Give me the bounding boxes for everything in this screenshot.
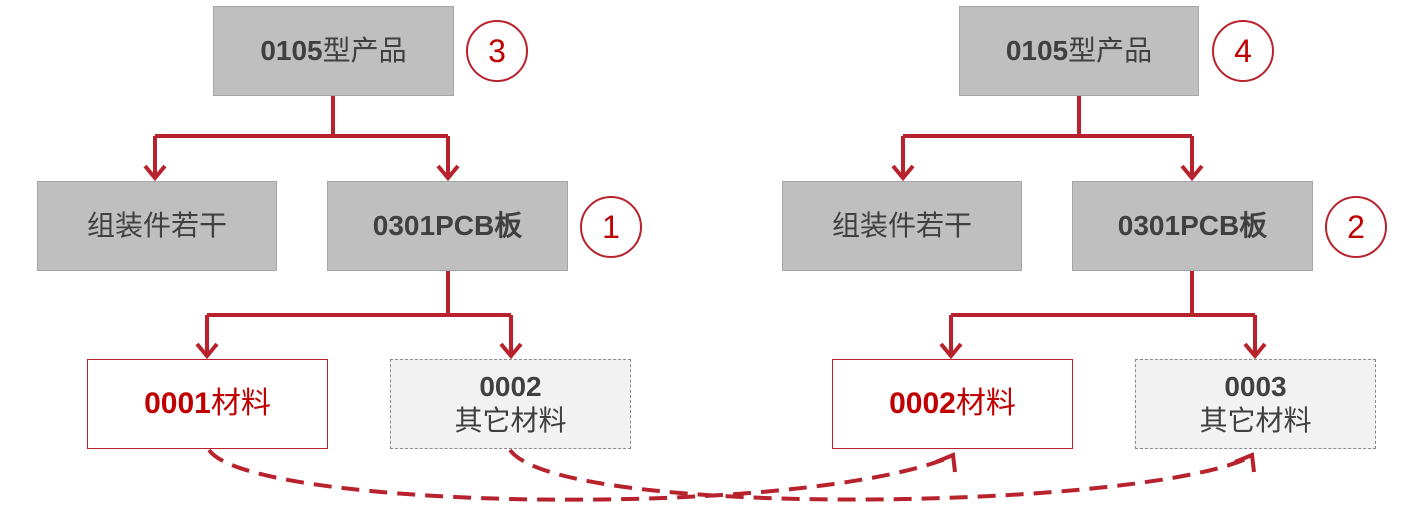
right-arrowhead-other [1243, 342, 1267, 360]
left-assembly-box: 组装件若干 [37, 181, 277, 271]
right-pcb-code: 0301 [1117, 210, 1181, 242]
left-pcb-step-number: 1 [602, 208, 620, 245]
right-arrowhead-pcb [1180, 164, 1204, 182]
right-assembly-box: 组装件若干 [782, 181, 1022, 271]
right-other-material-box: 0003 其它材料 [1135, 359, 1376, 449]
right-material-label: 0002材料 [889, 386, 1016, 422]
right-material-box: 0002材料 [832, 359, 1073, 449]
left-product-name: 型产品 [322, 35, 407, 67]
right-material-code: 0002 [889, 387, 956, 420]
right-arrowhead-assembly [891, 164, 915, 182]
left-product-step-badge: 3 [466, 20, 528, 82]
left-other-material-code: 0002 [479, 371, 542, 403]
left-product-step-number: 3 [488, 32, 506, 69]
left-product-label: 0105型产品 [260, 34, 406, 68]
left-other-material-box: 0002 其它材料 [390, 359, 631, 449]
left-product-code: 0105 [260, 35, 323, 67]
left-pcb-code: 0301 [372, 210, 436, 242]
left-arrowhead-assembly [143, 164, 167, 182]
left-material-label: 0001材料 [144, 386, 271, 422]
left-arrowhead-pcb [436, 164, 460, 182]
right-product-box: 0105型产品 [959, 6, 1199, 96]
right-product-label: 0105型产品 [1006, 34, 1152, 68]
left-arrowhead-material [195, 342, 219, 360]
mapping-arrowhead-right-other [1234, 452, 1256, 473]
left-assembly-name: 组装件若干 [86, 210, 227, 242]
left-pcb-step-badge: 1 [580, 196, 642, 258]
right-product-step-number: 4 [1234, 32, 1252, 69]
right-arrowhead-material [939, 342, 963, 360]
mapping-curve-0002-to-0003 [508, 448, 1253, 502]
left-pcb-box: 0301PCB板 [327, 181, 568, 271]
right-product-step-badge: 4 [1212, 20, 1274, 82]
right-other-material-code: 0003 [1224, 371, 1287, 403]
right-material-name: 材料 [955, 387, 1016, 420]
right-pcb-label: 0301PCB板 [1118, 209, 1267, 243]
right-other-material-name: 其它材料 [1199, 405, 1312, 436]
left-pcb-name: PCB板 [435, 210, 523, 242]
right-product-name: 型产品 [1068, 35, 1153, 67]
right-pcb-box: 0301PCB板 [1072, 181, 1313, 271]
left-material-code: 0001 [144, 387, 211, 420]
left-arrowhead-other [499, 342, 523, 360]
right-pcb-step-badge: 2 [1325, 196, 1387, 258]
left-product-box: 0105型产品 [213, 6, 454, 96]
right-product-code: 0105 [1005, 35, 1069, 67]
left-pcb-label: 0301PCB板 [373, 209, 522, 243]
left-other-material-name: 其它材料 [454, 405, 567, 436]
left-material-box: 0001材料 [87, 359, 328, 449]
mapping-curve-0001-to-0002 [207, 448, 954, 502]
right-pcb-step-number: 2 [1347, 208, 1365, 245]
right-pcb-name: PCB板 [1180, 210, 1268, 242]
left-material-name: 材料 [210, 387, 271, 420]
right-assembly-name: 组装件若干 [831, 210, 972, 242]
mapping-arrowhead-right-material [935, 452, 957, 473]
